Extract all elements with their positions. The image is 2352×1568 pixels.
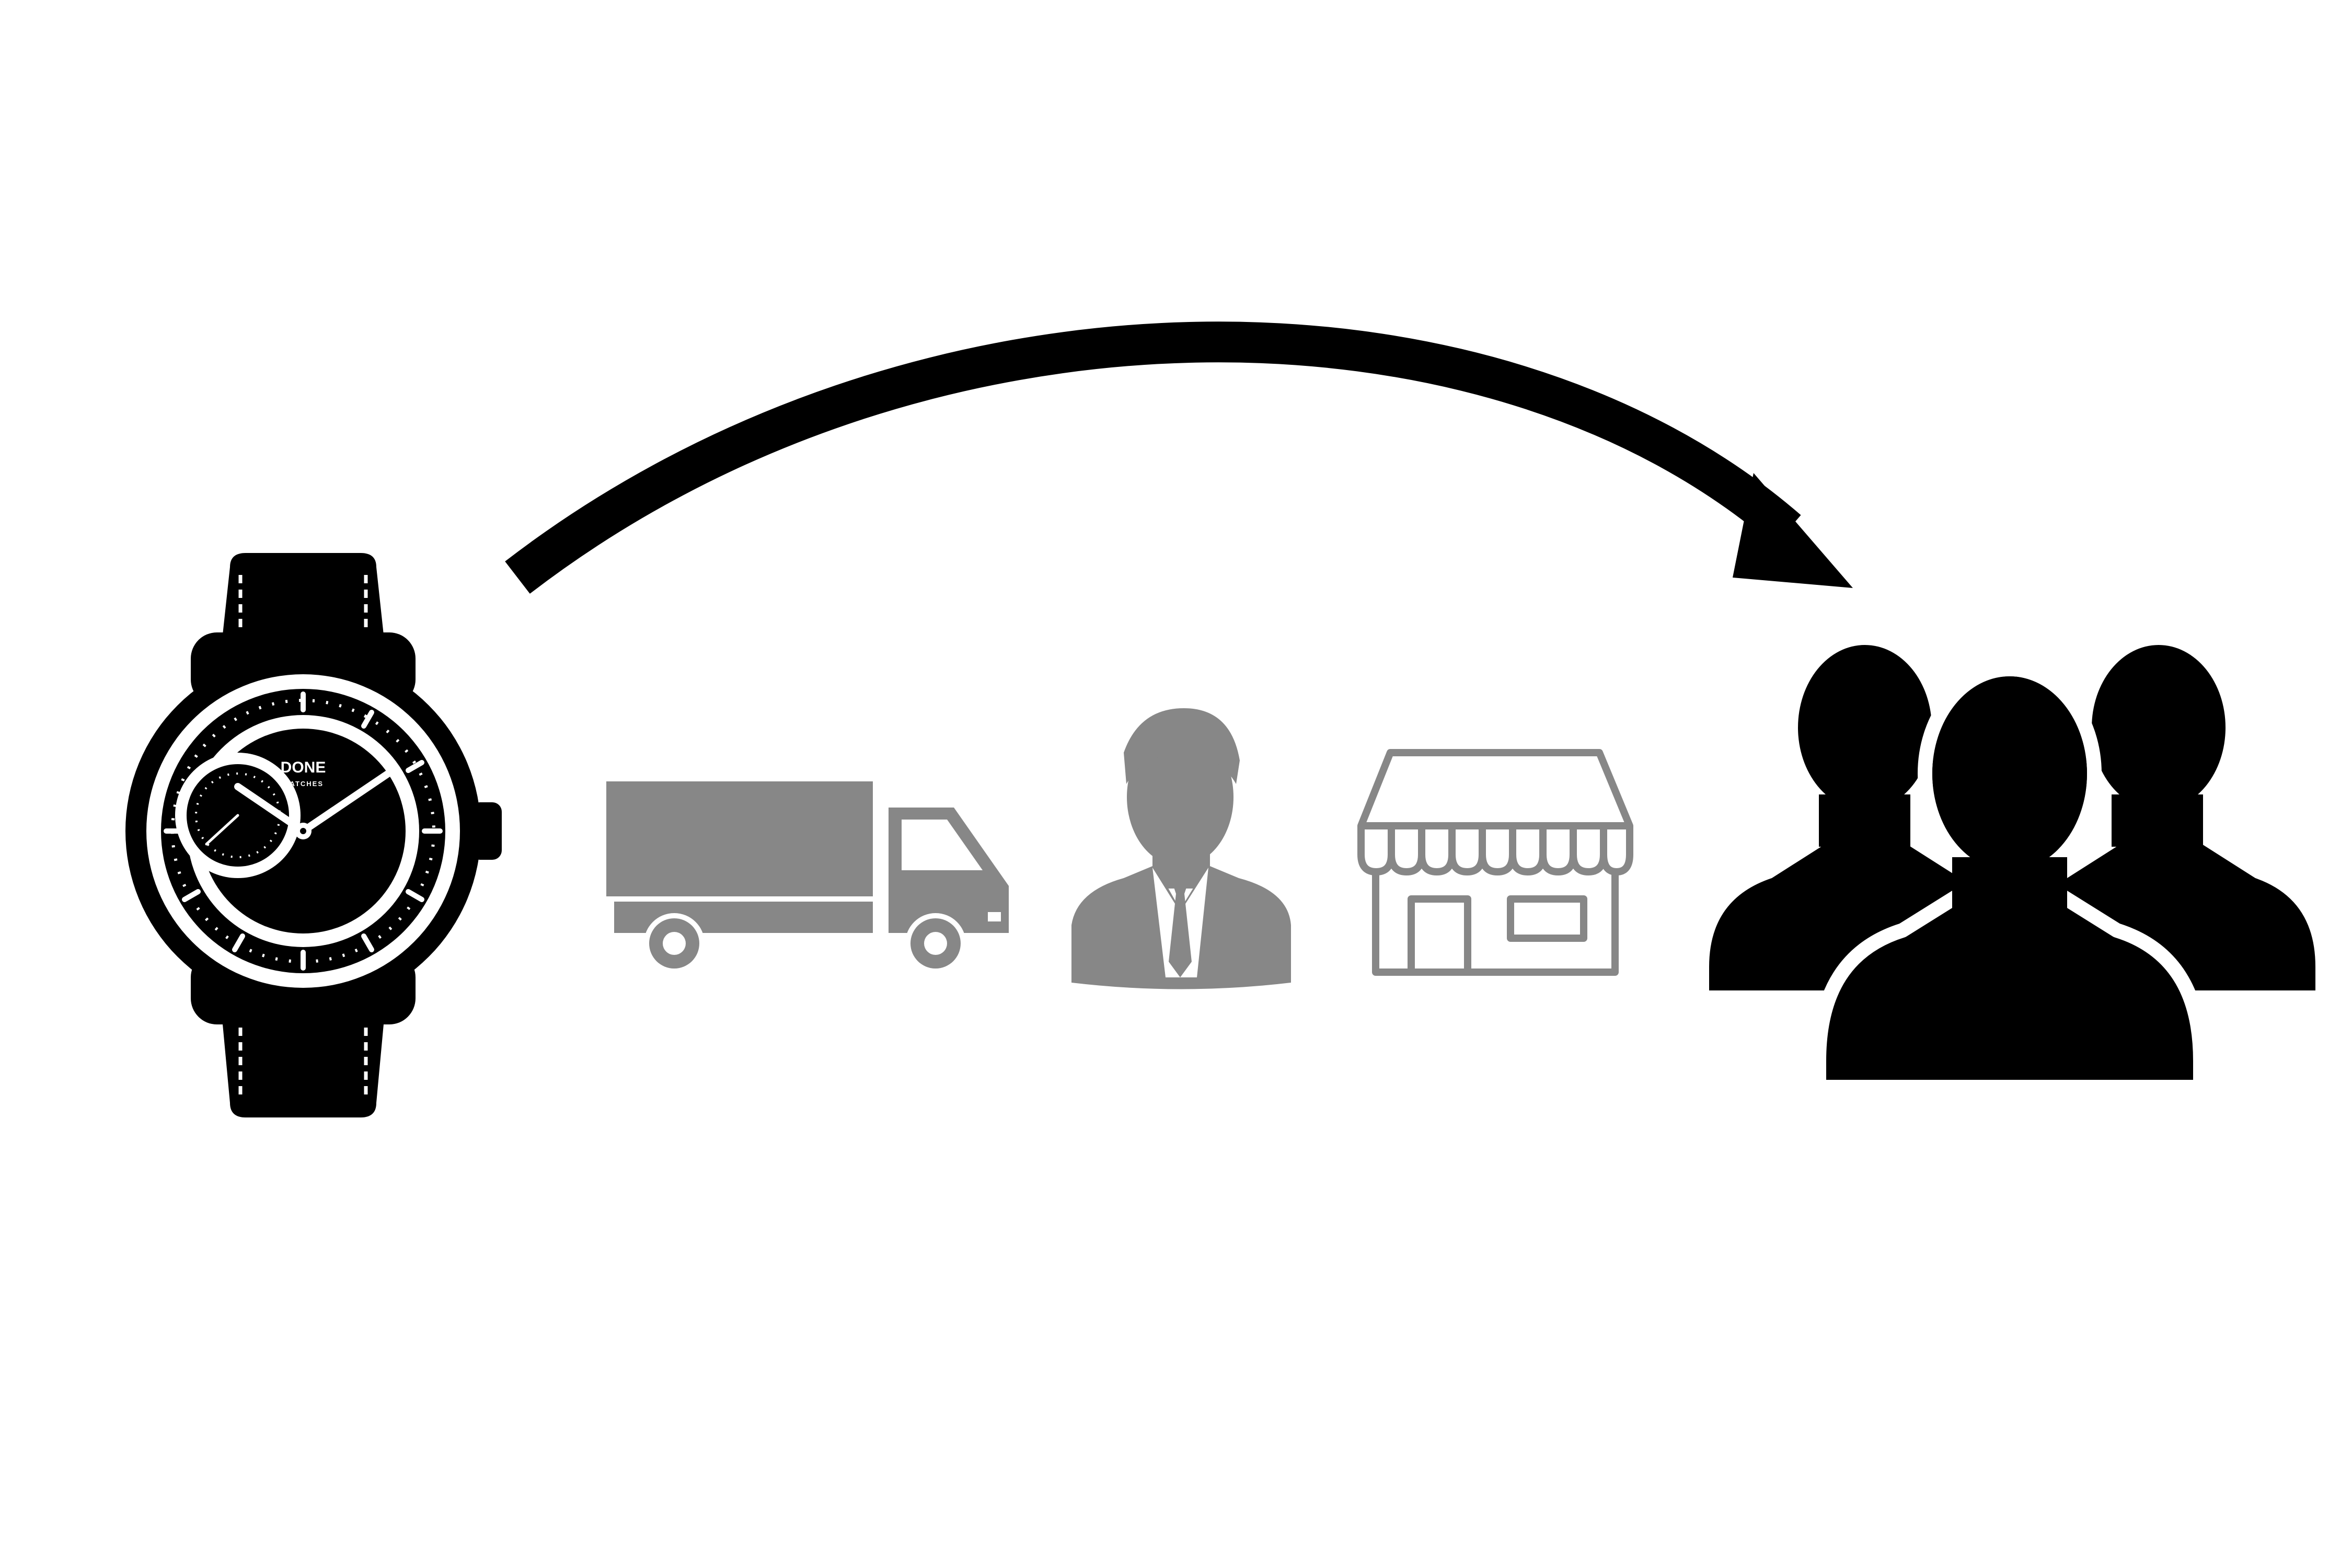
businessman-icon [1071,708,1291,989]
watch-logo-text: DONE [281,759,326,776]
delivery-truck-icon [606,781,1009,974]
watch-logo-subtext: WATCHES [283,780,324,788]
wristwatch-icon: DONE WATCHES [125,553,502,1117]
storefront-icon [1357,749,1633,976]
user-group-icon [1709,645,2315,1094]
curved-arrow-icon [505,321,1853,594]
